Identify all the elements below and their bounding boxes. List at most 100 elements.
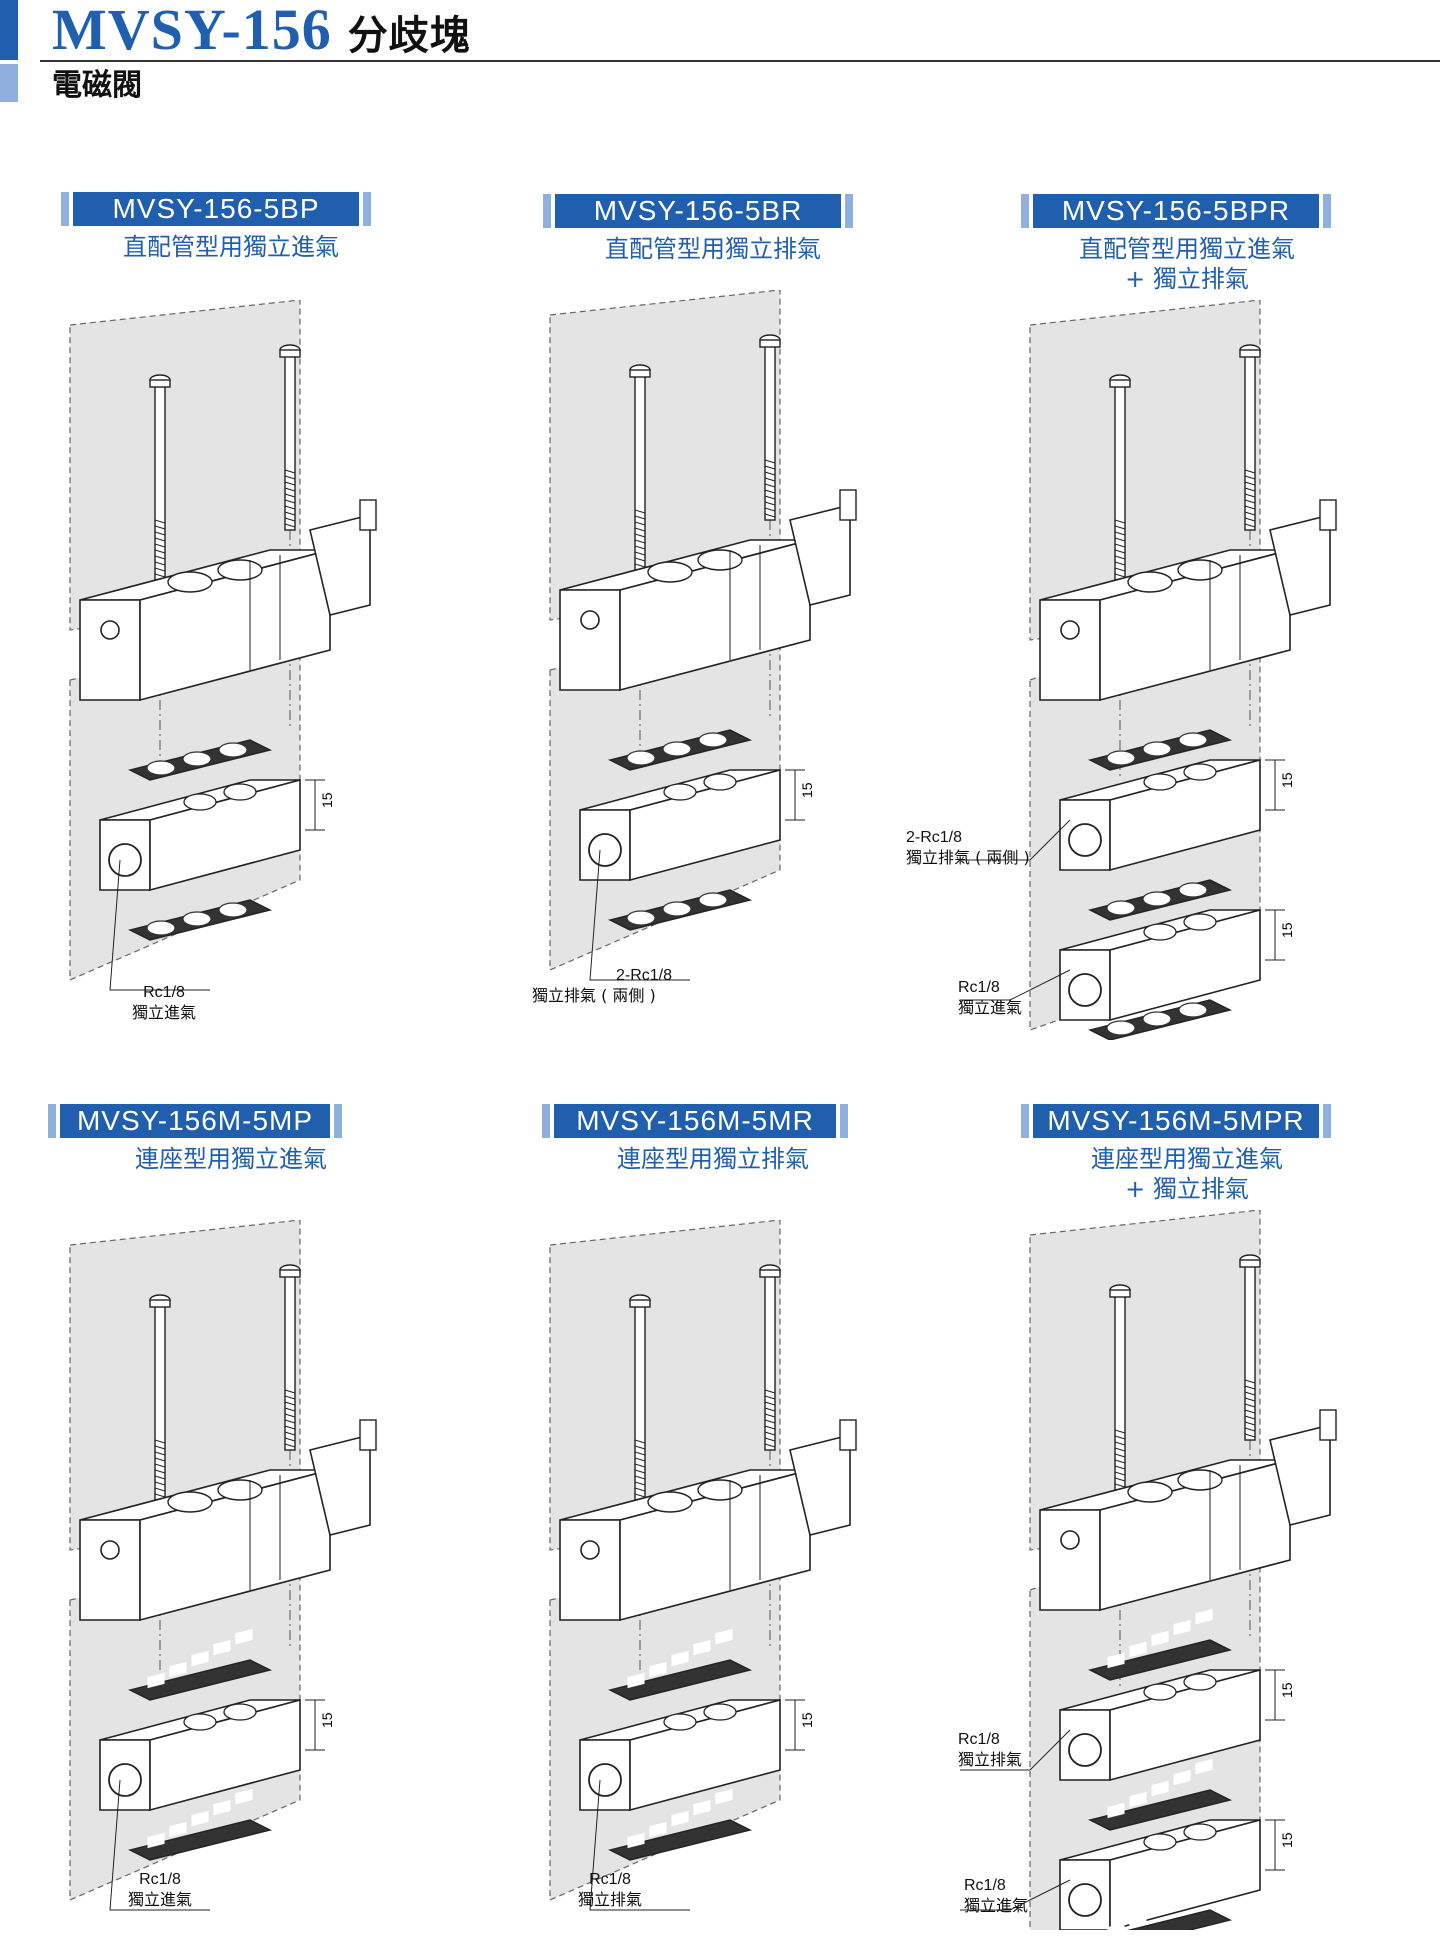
valve-port xyxy=(167,1491,213,1513)
solenoid xyxy=(309,1433,371,1536)
screw-thread xyxy=(154,561,166,566)
gasket-slot xyxy=(1173,1889,1191,1906)
screw-thread xyxy=(154,573,166,578)
screw-head-side xyxy=(1239,1259,1261,1268)
port-text: 獨立進氣 xyxy=(132,1003,197,1022)
valve-body xyxy=(79,499,377,702)
gasket xyxy=(127,1628,273,1701)
model-label: MVSY-156-5BPR xyxy=(1021,194,1331,228)
valve-fitting xyxy=(1060,620,1080,640)
connector xyxy=(1319,499,1337,531)
screw-thread xyxy=(154,567,166,572)
manifold-block: 15 xyxy=(1059,758,1295,872)
desc-line: 直配管型用獨立進氣 xyxy=(123,233,339,261)
leader-line xyxy=(960,819,1071,861)
gasket-hole xyxy=(1106,900,1136,916)
screw-head-side xyxy=(279,349,301,358)
screw-thread xyxy=(764,1395,776,1400)
desc-line: 直配管型用獨立進氣 xyxy=(1079,235,1295,263)
screw-thread xyxy=(764,495,776,500)
gasket-slot xyxy=(693,1799,711,1816)
gasket xyxy=(1087,1608,1233,1681)
screw-thread xyxy=(284,511,296,516)
gasket-slot xyxy=(213,1799,231,1816)
screw-thread xyxy=(1244,511,1256,516)
screw-thread xyxy=(154,1481,166,1486)
gasket-hole xyxy=(626,750,656,766)
gasket xyxy=(607,889,753,931)
gasket-plate xyxy=(607,1819,753,1861)
screw-thread xyxy=(154,1445,166,1450)
gasket-hole xyxy=(1178,1002,1208,1018)
leader-line xyxy=(109,859,210,991)
screw-thread xyxy=(1244,1433,1256,1438)
screw-thread xyxy=(764,465,776,470)
screw-thread xyxy=(154,1487,166,1492)
block-hole xyxy=(1183,913,1217,931)
screw-thread xyxy=(1244,499,1256,504)
gasket-hole xyxy=(146,920,176,936)
port-text: 獨立進氣 xyxy=(128,1890,193,1909)
exploded-view-drawing: 15 xyxy=(69,300,377,991)
gasket xyxy=(607,729,753,771)
valve-body xyxy=(1039,1409,1337,1612)
block-port xyxy=(1068,973,1102,1007)
block-port xyxy=(588,1763,622,1797)
valve-front xyxy=(79,599,141,701)
gasket-hole xyxy=(1106,1020,1136,1036)
screw-thread xyxy=(634,551,646,556)
gasket-hole xyxy=(182,751,212,767)
panel-description: 直配管型用獨立排氣 xyxy=(478,234,948,264)
port-text: 獨立排氣 xyxy=(578,1890,643,1909)
screw-thread xyxy=(154,1469,166,1474)
screw-thread xyxy=(634,1475,646,1480)
port-spec: Rc1/8 xyxy=(958,979,1000,996)
dimension-label: 15 xyxy=(1279,772,1295,788)
gasket-slot xyxy=(1129,1911,1147,1928)
block-port xyxy=(588,833,622,867)
valve-fitting xyxy=(580,610,600,630)
block-hole xyxy=(1143,1833,1177,1851)
screw-thread xyxy=(154,1493,166,1498)
gasket-slot xyxy=(235,1628,253,1645)
screw-thread xyxy=(1244,1421,1256,1426)
block-hole xyxy=(1143,923,1177,941)
screw-thread xyxy=(1114,531,1126,536)
gasket-slot xyxy=(671,1650,689,1667)
model-label: MVSY-156-5BP xyxy=(61,192,371,226)
screw-thread xyxy=(154,543,166,548)
block-hole xyxy=(183,793,217,811)
port-text: 獨立排氣 xyxy=(958,1750,1023,1769)
screw-thread xyxy=(1114,1483,1126,1488)
screw-head-side xyxy=(1109,379,1131,388)
screw-thread xyxy=(1114,1429,1126,1434)
valve-port xyxy=(167,571,213,593)
screw-thread xyxy=(1244,505,1256,510)
screw-thread xyxy=(1114,567,1126,572)
screw-thread xyxy=(154,555,166,560)
screw-thread xyxy=(154,531,166,536)
block-port xyxy=(108,843,142,877)
valve-front xyxy=(559,589,621,691)
desc-line: + 獨立排氣 xyxy=(1125,1175,1249,1203)
leader-line xyxy=(589,1779,690,1911)
block-hole xyxy=(703,773,737,791)
port-spec: Rc1/8 xyxy=(964,1877,1006,1894)
screw-thread xyxy=(284,499,296,504)
exploded-view-drawing: 15 xyxy=(549,290,857,981)
screw-thread xyxy=(284,1407,296,1412)
dimension-label: 15 xyxy=(1279,922,1295,938)
port-spec: Rc1/8 xyxy=(139,1871,181,1888)
gasket-slot xyxy=(1129,1791,1147,1808)
screw-thread xyxy=(764,1419,776,1424)
screw-thread xyxy=(154,1439,166,1444)
leader-line xyxy=(109,1779,210,1911)
block-port xyxy=(1068,1883,1102,1917)
block-hole xyxy=(663,783,697,801)
gasket-plate xyxy=(1087,1639,1233,1681)
dimension-label: 15 xyxy=(799,1712,815,1728)
